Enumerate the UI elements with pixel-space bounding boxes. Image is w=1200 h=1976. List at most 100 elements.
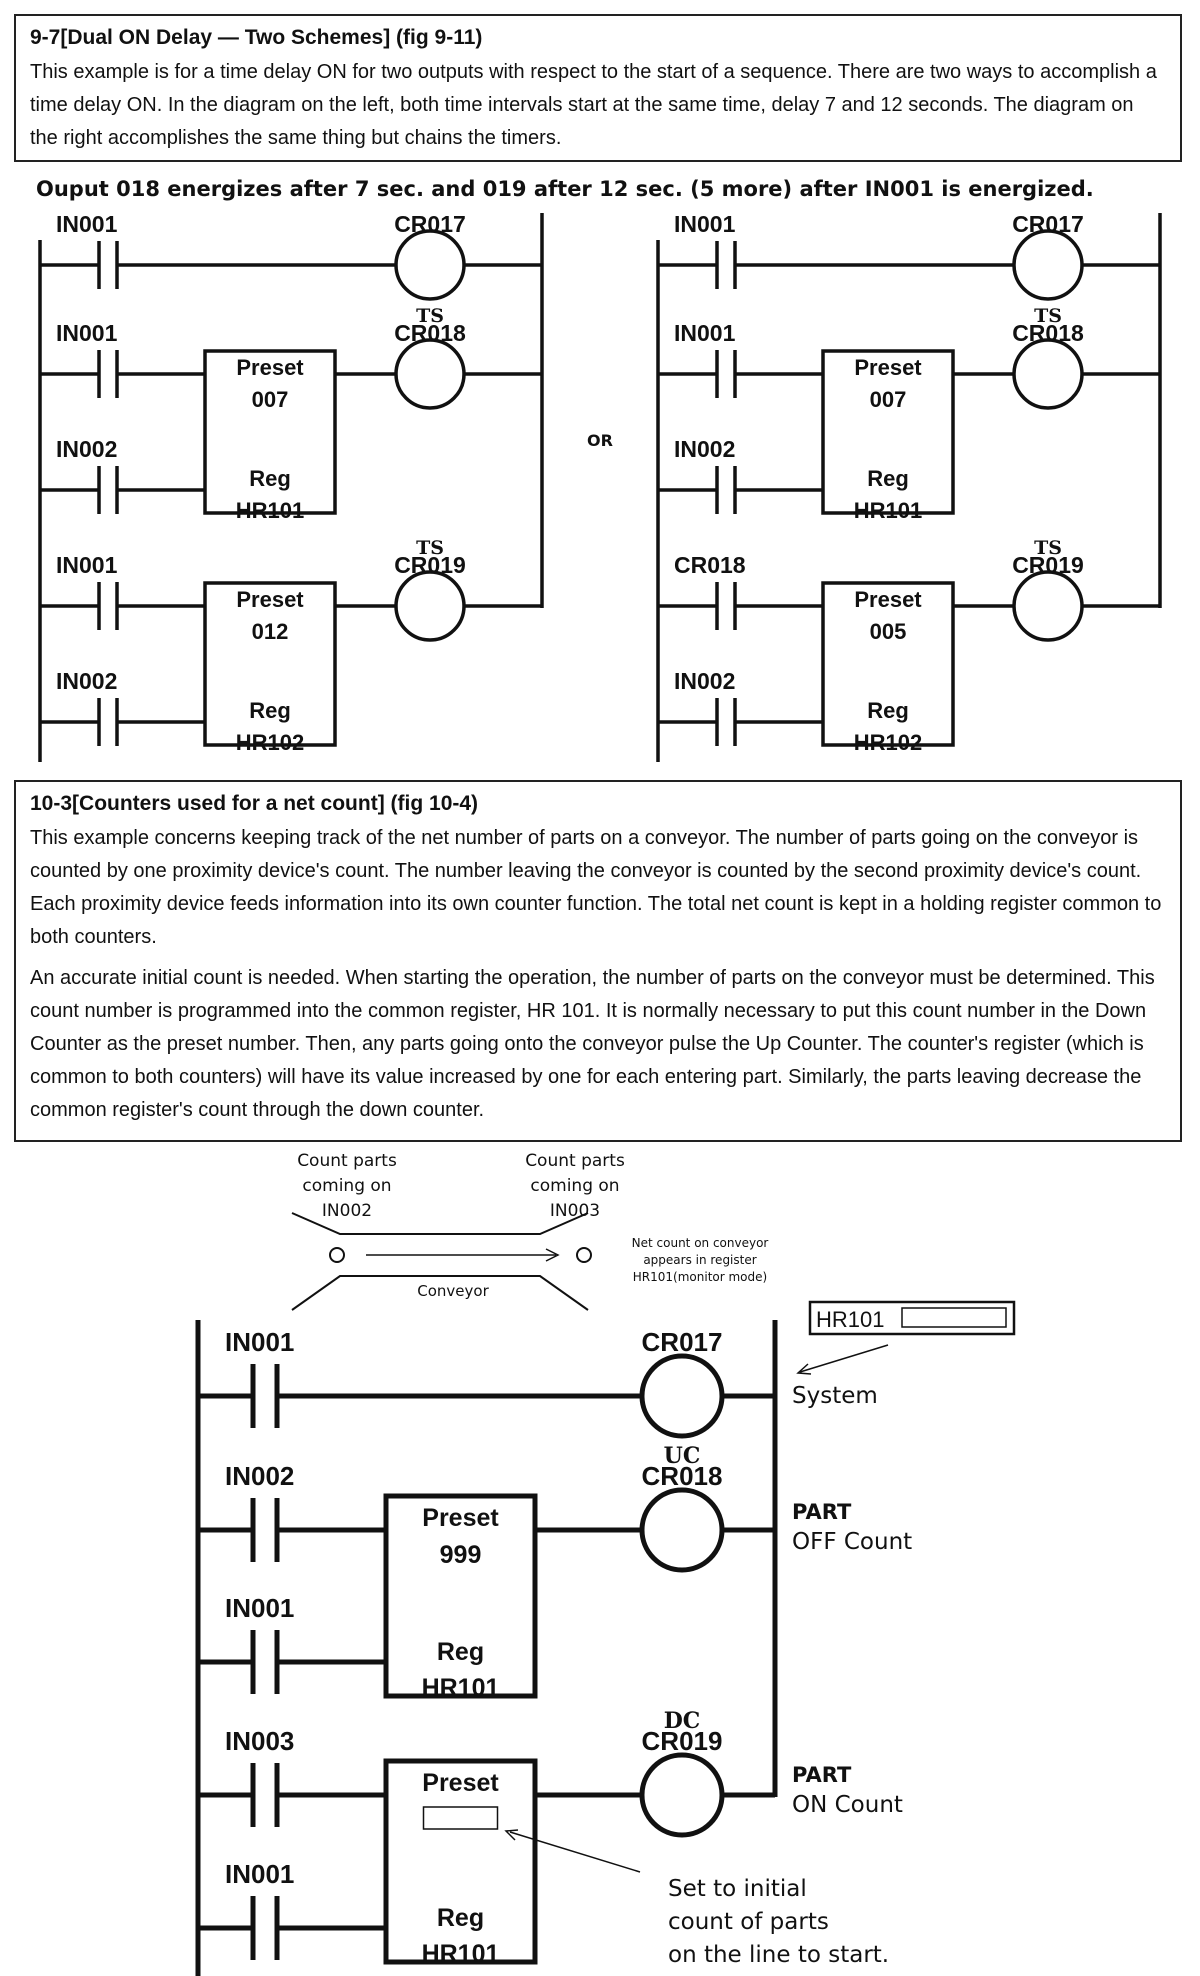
left-sensor-label-2: coming on xyxy=(302,1176,391,1196)
left-rung2-contact-b-label: IN002 xyxy=(56,436,117,462)
left-rung3-reg-value: HR102 xyxy=(236,730,304,755)
initial-count-note-1: Set to initial xyxy=(668,1876,807,1902)
section-9-7-box: 9-7[Dual ON Delay — Two Schemes] (fig 9-… xyxy=(14,14,1182,162)
right-rung3-coil-label: CR019 xyxy=(1012,552,1084,578)
right-rung2-reg-label: Reg xyxy=(867,466,909,491)
left-sensor-label-1: Count parts xyxy=(297,1151,397,1171)
right-sensor-label-3: IN003 xyxy=(550,1201,600,1221)
right-rung3-contact-b-label: IN002 xyxy=(674,668,735,694)
counter-rung1-coil-label: CR017 xyxy=(642,1327,723,1357)
left-rung1-contact-label: IN001 xyxy=(56,211,118,237)
right-rung3-timer-box xyxy=(821,581,955,747)
counter-rung3-coil-type: DC xyxy=(664,1708,701,1734)
left-rung2-preset-value: 007 xyxy=(252,387,289,412)
right-rung3-preset-label: Preset xyxy=(854,587,922,612)
counter-rung2-reg-label: Reg xyxy=(437,1638,484,1666)
proximity-sensor-left xyxy=(329,1247,345,1263)
system-label: System xyxy=(792,1383,878,1409)
initial-count-note-2: count of parts xyxy=(668,1909,829,1935)
right-rung2-timer-box xyxy=(821,349,955,515)
right-rung3-preset-value: 005 xyxy=(870,619,907,644)
left-rung3-contact-b-label: IN002 xyxy=(56,668,117,694)
left-rung2-reg-value: HR101 xyxy=(236,498,304,523)
part-on-sub: ON Count xyxy=(792,1792,903,1818)
left-rung3-timer-box xyxy=(203,581,337,747)
counter-rung3-reg-value: HR101 xyxy=(422,1940,500,1968)
counter-rung2-reg-value: HR101 xyxy=(422,1674,500,1702)
counter-rung2-coil xyxy=(639,1487,725,1573)
right-rung2-reg-value: HR101 xyxy=(854,498,922,523)
right-rung2-contact-b-label: IN002 xyxy=(674,436,735,462)
left-rung2-preset-label: Preset xyxy=(236,355,304,380)
counter-rung3-contact-a-label: IN003 xyxy=(225,1726,294,1756)
conveyor-top-edge xyxy=(291,1212,589,1235)
left-rung2-contact-a-label: IN001 xyxy=(56,320,118,346)
part-off-sub: OFF Count xyxy=(792,1529,912,1555)
left-rung2-reg-label: Reg xyxy=(249,466,291,491)
counter-rung3-preset-field xyxy=(422,1806,499,1830)
net-count-note-3: HR101(monitor mode) xyxy=(633,1270,767,1284)
part-on-title: PART xyxy=(792,1763,852,1787)
conveyor-sketch xyxy=(291,1212,592,1311)
left-rung2-timer-box xyxy=(203,349,337,515)
proximity-sensor-right xyxy=(576,1247,592,1263)
counter-rung3-coil xyxy=(639,1752,725,1838)
right-rung1-contact-label: IN001 xyxy=(674,211,736,237)
conveyor-bottom-edge xyxy=(291,1275,589,1311)
section-9-7-title: 9-7[Dual ON Delay — Two Schemes] (fig 9-… xyxy=(30,26,483,49)
fig-9-11-ladder-diagrams: Ouput 018 energizes after 7 sec. and 019… xyxy=(36,177,1162,762)
monitor-arrow xyxy=(799,1344,889,1373)
monitor-register-label: HR101 xyxy=(816,1307,884,1332)
left-rung3-reg-label: Reg xyxy=(249,698,291,723)
left-rung3-preset-value: 012 xyxy=(252,619,289,644)
right-rung2-preset-value: 007 xyxy=(870,387,907,412)
section-10-3-para2: An accurate initial count is needed. Whe… xyxy=(30,967,1155,1121)
right-sensor-label-1: Count parts xyxy=(525,1151,625,1171)
right-rung2-coil-label: CR018 xyxy=(1012,320,1084,346)
monitor-arrow-head xyxy=(796,1363,812,1375)
arrow-head xyxy=(545,1248,560,1262)
net-count-note-2: appears in register xyxy=(643,1253,756,1267)
counter-rung2-preset-label: Preset xyxy=(422,1504,499,1532)
section-10-3-box: 10-3[Counters used for a net count] (fig… xyxy=(14,780,1182,1142)
right-rung3-reg-label: Reg xyxy=(867,698,909,723)
counter-rung3-preset-label: Preset xyxy=(422,1769,499,1797)
monitor-register-value-field xyxy=(901,1307,1007,1328)
counter-rung3-contact-b-label: IN001 xyxy=(225,1859,294,1889)
monitor-register: HR101 xyxy=(796,1300,1016,1375)
left-rung3-contact-a-label: IN001 xyxy=(56,552,118,578)
right-sensor-label-2: coming on xyxy=(530,1176,619,1196)
initial-count-arrow xyxy=(509,1831,641,1873)
fig-9-11-caption: Ouput 018 energizes after 7 sec. and 019… xyxy=(36,177,1094,201)
part-off-title: PART xyxy=(792,1500,852,1524)
right-rung1-coil-label: CR017 xyxy=(1012,211,1084,237)
left-rung2-coil-type: TS xyxy=(416,305,444,327)
right-rung2-contact-a-label: IN001 xyxy=(674,320,736,346)
counter-rung3-coil-label: CR019 xyxy=(642,1726,723,1756)
counter-rung2-coil-type: UC xyxy=(664,1443,701,1469)
initial-count-arrow-head xyxy=(504,1829,519,1841)
right-rung2-preset-label: Preset xyxy=(854,355,922,380)
section-9-7-body: This example is for a time delay ON for … xyxy=(30,61,1157,149)
right-rung2-coil-type: TS xyxy=(1034,305,1062,327)
counter-rung3-reg-label: Reg xyxy=(437,1904,484,1932)
or-label: OR xyxy=(587,431,613,450)
counter-rung2-contact-a-label: IN002 xyxy=(225,1461,294,1491)
counter-rung2-preset-value: 999 xyxy=(440,1541,482,1569)
counter-rung2-contact-b-label: IN001 xyxy=(225,1593,294,1623)
conveyor-label: Conveyor xyxy=(417,1282,489,1300)
counter-rung2-coil-label: CR018 xyxy=(642,1461,723,1491)
section-10-3-para1: This example concerns keeping track of t… xyxy=(30,827,1162,948)
left-rung2-coil-label: CR018 xyxy=(394,320,466,346)
left-rung3-coil-type: TS xyxy=(416,537,444,559)
left-rung1-coil-label: CR017 xyxy=(394,211,466,237)
counter-rung1-contact-label: IN001 xyxy=(225,1327,294,1357)
right-rung3-coil-type: TS xyxy=(1034,537,1062,559)
left-rung3-coil-label: CR019 xyxy=(394,552,466,578)
section-10-3-title: 10-3[Counters used for a net count] (fig… xyxy=(30,792,479,815)
left-rung3-preset-label: Preset xyxy=(236,587,304,612)
